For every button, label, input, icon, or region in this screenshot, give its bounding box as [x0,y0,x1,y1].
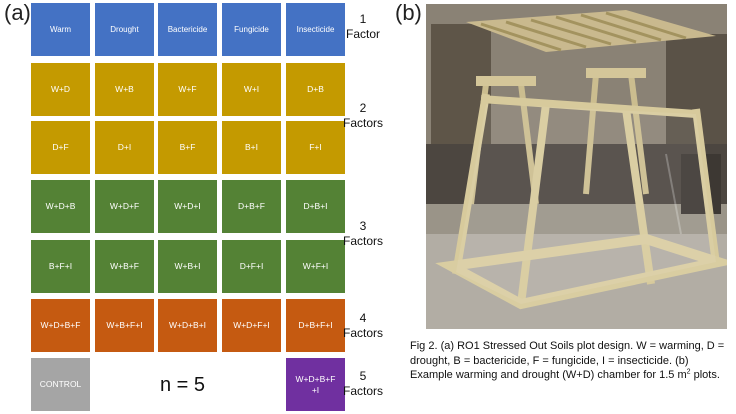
treatment-tile: D+F+I [222,240,281,293]
treatment-tile: W+D+B [31,180,90,233]
treatment-tile: Insecticide [286,3,345,56]
warming-chamber-photo [426,4,727,329]
sample-size-label: n = 5 [160,374,206,396]
treatment-tile: W+D+I [158,180,217,233]
treatment-tile: D+B+I [286,180,345,233]
treatment-tile: W+B+F [95,240,154,293]
caption-superscript: 2 [686,368,691,376]
factor-count-word: Factors [342,116,383,130]
treatment-tile: W+B [95,63,154,116]
factor-count-word: Factors [342,234,383,248]
treatment-tile: Warm [31,3,90,56]
treatment-tile: W+B+F+I [95,299,154,352]
treatment-tile: B+F+I [31,240,90,293]
factor-count-number: 2 [359,101,367,115]
treatment-tile: W+F+I [286,240,345,293]
treatment-tile: Fungicide [222,3,281,56]
treatment-tile: W+D+B+F [31,299,90,352]
treatment-tile: Drought [95,3,154,56]
factor-count-word: Factors [342,326,383,340]
treatment-tile: D+B+F+I [286,299,345,352]
factor-count-word: Factors [342,384,383,398]
treatment-tile: D+I [95,121,154,174]
treatment-tile: Bactericide [158,3,217,56]
treatment-tile: W+D+F+I [222,299,281,352]
treatment-tile: W+F [158,63,217,116]
caption-text: Fig 2. (a) RO1 Stressed Out Soils plot d… [410,340,725,381]
treatment-tile: F+I [286,121,345,174]
factor-count-number: 3 [359,219,367,233]
panel-a-label: (a) [4,0,31,25]
figure-caption: Fig 2. (a) RO1 Stressed Out Soils plot d… [410,339,732,383]
treatment-tile: W+D+B+I [158,299,217,352]
control-tile: CONTROL [31,358,90,411]
chamber-photo-illustration [426,4,727,329]
treatment-tile: W+I [222,63,281,116]
factor-count-number: 1 [359,12,367,26]
treatment-tile: W+D [31,63,90,116]
caption-text-end: plots. [690,369,720,381]
treatment-tile: B+I [222,121,281,174]
panel-b-label: (b) [395,0,422,25]
factor-count-word: Factor [345,27,380,41]
factor-count-number: 4 [359,311,367,325]
treatment-tile: B+F [158,121,217,174]
factor-count-number: 5 [359,369,367,383]
treatment-tile: D+B+F [222,180,281,233]
treatment-tile: D+F [31,121,90,174]
five-factor-tile: W+D+B+F +I [286,358,345,411]
treatment-tile: D+B [286,63,345,116]
treatment-tile: W+D+F [95,180,154,233]
treatment-tile: W+B+I [158,240,217,293]
